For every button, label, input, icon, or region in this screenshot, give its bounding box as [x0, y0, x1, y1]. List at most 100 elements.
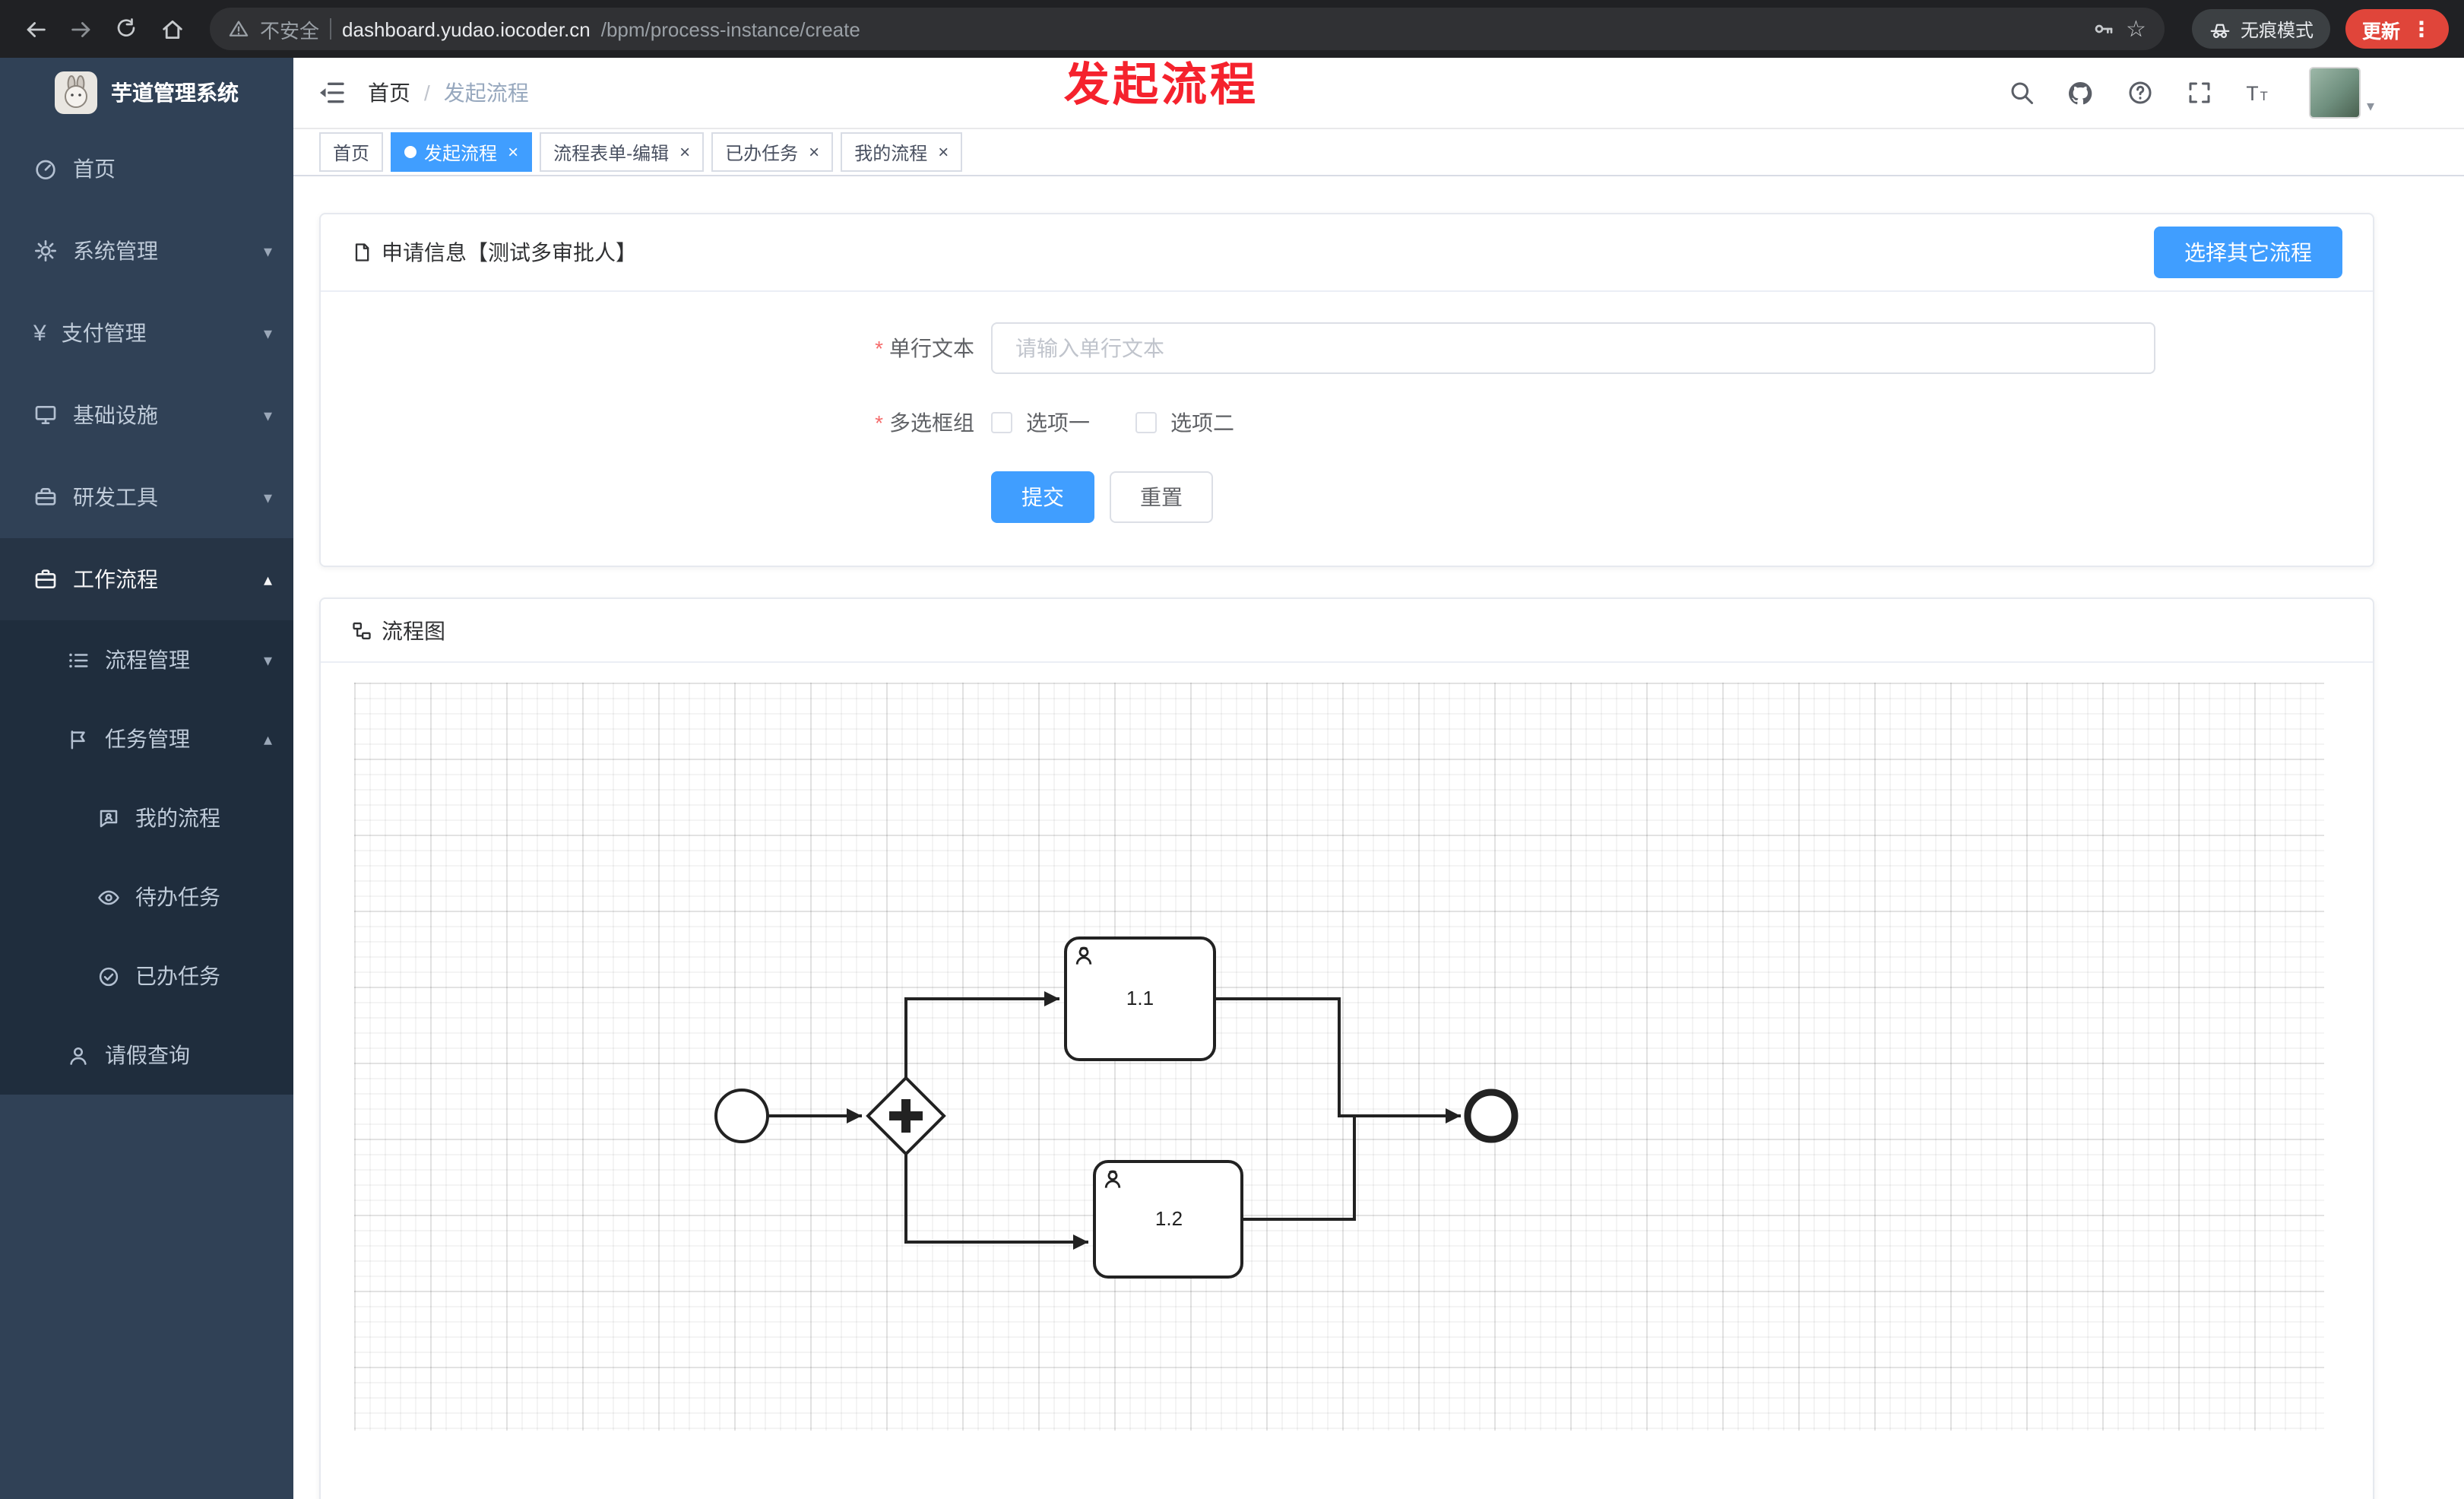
user-icon: [70, 1046, 87, 1064]
sidebar-item-label: 我的流程: [135, 806, 220, 830]
breadcrumb-home[interactable]: 首页: [368, 81, 410, 105]
bookmark-star-button[interactable]: ☆: [2126, 17, 2146, 43]
checkbox-option-1[interactable]: 选项一: [991, 407, 1090, 438]
tab-label: 发起流程: [424, 142, 498, 163]
sidebar: 芋道管理系统 首页 系统管理 ▾ ¥ 支付管理 ▾ 基础设施 ▾: [0, 58, 293, 1499]
fullscreen-icon: [2189, 82, 2210, 103]
flow-task2-to-merge: [1243, 1116, 1356, 1221]
checkbox-group: 选项一 选项二: [991, 407, 1234, 438]
chevron-down-icon: ▾: [263, 407, 272, 425]
browser-back-button[interactable]: [15, 9, 55, 49]
address-bar[interactable]: 不安全 dashboard.yudao.iocoder.cn/bpm/proce…: [210, 8, 2165, 50]
github-icon: [2069, 81, 2093, 104]
submit-button[interactable]: 提交: [991, 471, 1094, 523]
github-button[interactable]: [2063, 74, 2099, 111]
sidebar-item-home[interactable]: 首页: [0, 128, 293, 210]
password-key-button[interactable]: [2091, 17, 2115, 41]
sidebar-item-label: 已办任务: [135, 964, 220, 988]
bpmn-diagram: 1.1 1.2: [714, 936, 1519, 1279]
sidebar-item-task-management[interactable]: 任务管理 ▴: [0, 699, 293, 778]
flow-gateway-to-task1: [904, 991, 1059, 1078]
reset-button[interactable]: 重置: [1110, 471, 1213, 523]
gear-icon: [35, 240, 56, 261]
list-tree-icon: [69, 652, 88, 667]
browser-update-button[interactable]: 更新 ⋮: [2345, 9, 2449, 49]
sidebar-item-payment[interactable]: ¥ 支付管理 ▾: [0, 292, 293, 374]
tab-close-icon[interactable]: ×: [938, 141, 949, 163]
tab-form-edit[interactable]: 流程表单-编辑 ×: [540, 132, 705, 172]
bpmn-end-event[interactable]: [1464, 1089, 1519, 1143]
rabbit-logo-icon: [65, 75, 87, 108]
security-label[interactable]: 不安全: [260, 19, 320, 42]
flow-gateway-to-task2: [904, 1154, 1088, 1250]
select-other-process-button[interactable]: 选择其它流程: [2154, 227, 2342, 278]
hamburger-icon: [320, 82, 344, 103]
bpmn-user-task-2[interactable]: 1.2: [1093, 1160, 1243, 1279]
top-navbar: 首页 / 发起流程: [293, 58, 2464, 128]
svg-text:T: T: [2260, 89, 2268, 103]
flag-icon: [71, 730, 85, 749]
search-button[interactable]: [2003, 74, 2040, 111]
chevron-down-icon: ▾: [263, 242, 272, 261]
browser-forward-button[interactable]: [61, 9, 100, 49]
sidebar-item-label: 首页: [73, 157, 116, 181]
help-button[interactable]: [2122, 74, 2158, 111]
svg-text:T: T: [2246, 82, 2258, 105]
briefcase-icon: [35, 569, 56, 588]
question-icon: [2129, 81, 2152, 104]
tag-tab-bar: 首页 发起流程 × 流程表单-编辑 × 已办任务 × 我的流程 ×: [293, 128, 2464, 176]
diagram-card-title: 流程图: [382, 618, 445, 642]
search-icon: [2011, 82, 2033, 104]
sidebar-item-label: 系统管理: [73, 239, 158, 263]
browser-home-button[interactable]: [152, 9, 192, 49]
sidebar-item-workflow[interactable]: 工作流程 ▴: [0, 538, 293, 620]
sidebar-item-todo-tasks[interactable]: 待办任务: [0, 857, 293, 936]
fullscreen-button[interactable]: [2181, 74, 2218, 111]
avatar[interactable]: [2308, 67, 2361, 119]
sidebar-item-process-management[interactable]: 流程管理 ▾: [0, 620, 293, 699]
incognito-label: 无痕模式: [2240, 19, 2314, 40]
update-label: 更新: [2361, 21, 2400, 42]
sidebar-item-leave-query[interactable]: 请假查询: [0, 1016, 293, 1095]
workflow-submenu: 流程管理 ▾ 任务管理 ▴ 我的流程 待办任务: [0, 620, 293, 1095]
sidebar-item-infrastructure[interactable]: 基础设施 ▾: [0, 374, 293, 456]
sidebar-item-system[interactable]: 系统管理 ▾: [0, 210, 293, 292]
browser-menu-icon[interactable]: ⋮: [2411, 17, 2432, 41]
checkbox-icon[interactable]: [991, 412, 1012, 433]
app-logo-row[interactable]: 芋道管理系统: [0, 58, 293, 128]
browser-reload-button[interactable]: [106, 9, 146, 49]
task-label: 1.1: [1126, 987, 1154, 1009]
document-icon: [355, 243, 369, 261]
sidebar-item-done-tasks[interactable]: 已办任务: [0, 936, 293, 1016]
tab-close-icon[interactable]: ×: [508, 141, 519, 163]
plus-icon: [889, 1099, 923, 1133]
chevron-down-icon: ▾: [263, 325, 272, 343]
chat-user-icon: [100, 809, 118, 827]
home-icon: [162, 19, 182, 39]
field-label-checkbox-group: *多选框组: [875, 410, 974, 435]
tab-home[interactable]: 首页: [319, 132, 384, 172]
tab-start-process[interactable]: 发起流程 ×: [391, 132, 533, 172]
forward-icon: [71, 21, 90, 36]
checkbox-icon[interactable]: [1135, 412, 1157, 433]
checkbox-option-2[interactable]: 选项二: [1135, 407, 1234, 438]
bpmn-parallel-gateway[interactable]: [866, 1076, 946, 1156]
omnibox-divider: [330, 18, 332, 40]
process-diagram-card: 流程图: [319, 597, 2374, 1499]
bpmn-user-task-1[interactable]: 1.1: [1064, 936, 1216, 1061]
bpmn-canvas[interactable]: 1.1 1.2: [354, 683, 2324, 1431]
tab-done-tasks[interactable]: 已办任务 ×: [711, 132, 834, 172]
sidebar-item-devtools[interactable]: 研发工具 ▾: [0, 456, 293, 538]
breadcrumb: 首页 / 发起流程: [368, 78, 529, 108]
single-line-text-input[interactable]: [991, 322, 2155, 374]
collapse-sidebar-button[interactable]: [316, 78, 347, 108]
checkbox-label: 选项二: [1170, 410, 1234, 435]
tab-close-icon[interactable]: ×: [679, 141, 691, 163]
bpmn-start-event[interactable]: [714, 1089, 769, 1143]
sidebar-item-my-processes[interactable]: 我的流程: [0, 778, 293, 857]
tab-my-processes[interactable]: 我的流程 ×: [841, 132, 963, 172]
user-menu[interactable]: ▾: [2308, 67, 2374, 119]
tab-close-icon[interactable]: ×: [809, 141, 820, 163]
